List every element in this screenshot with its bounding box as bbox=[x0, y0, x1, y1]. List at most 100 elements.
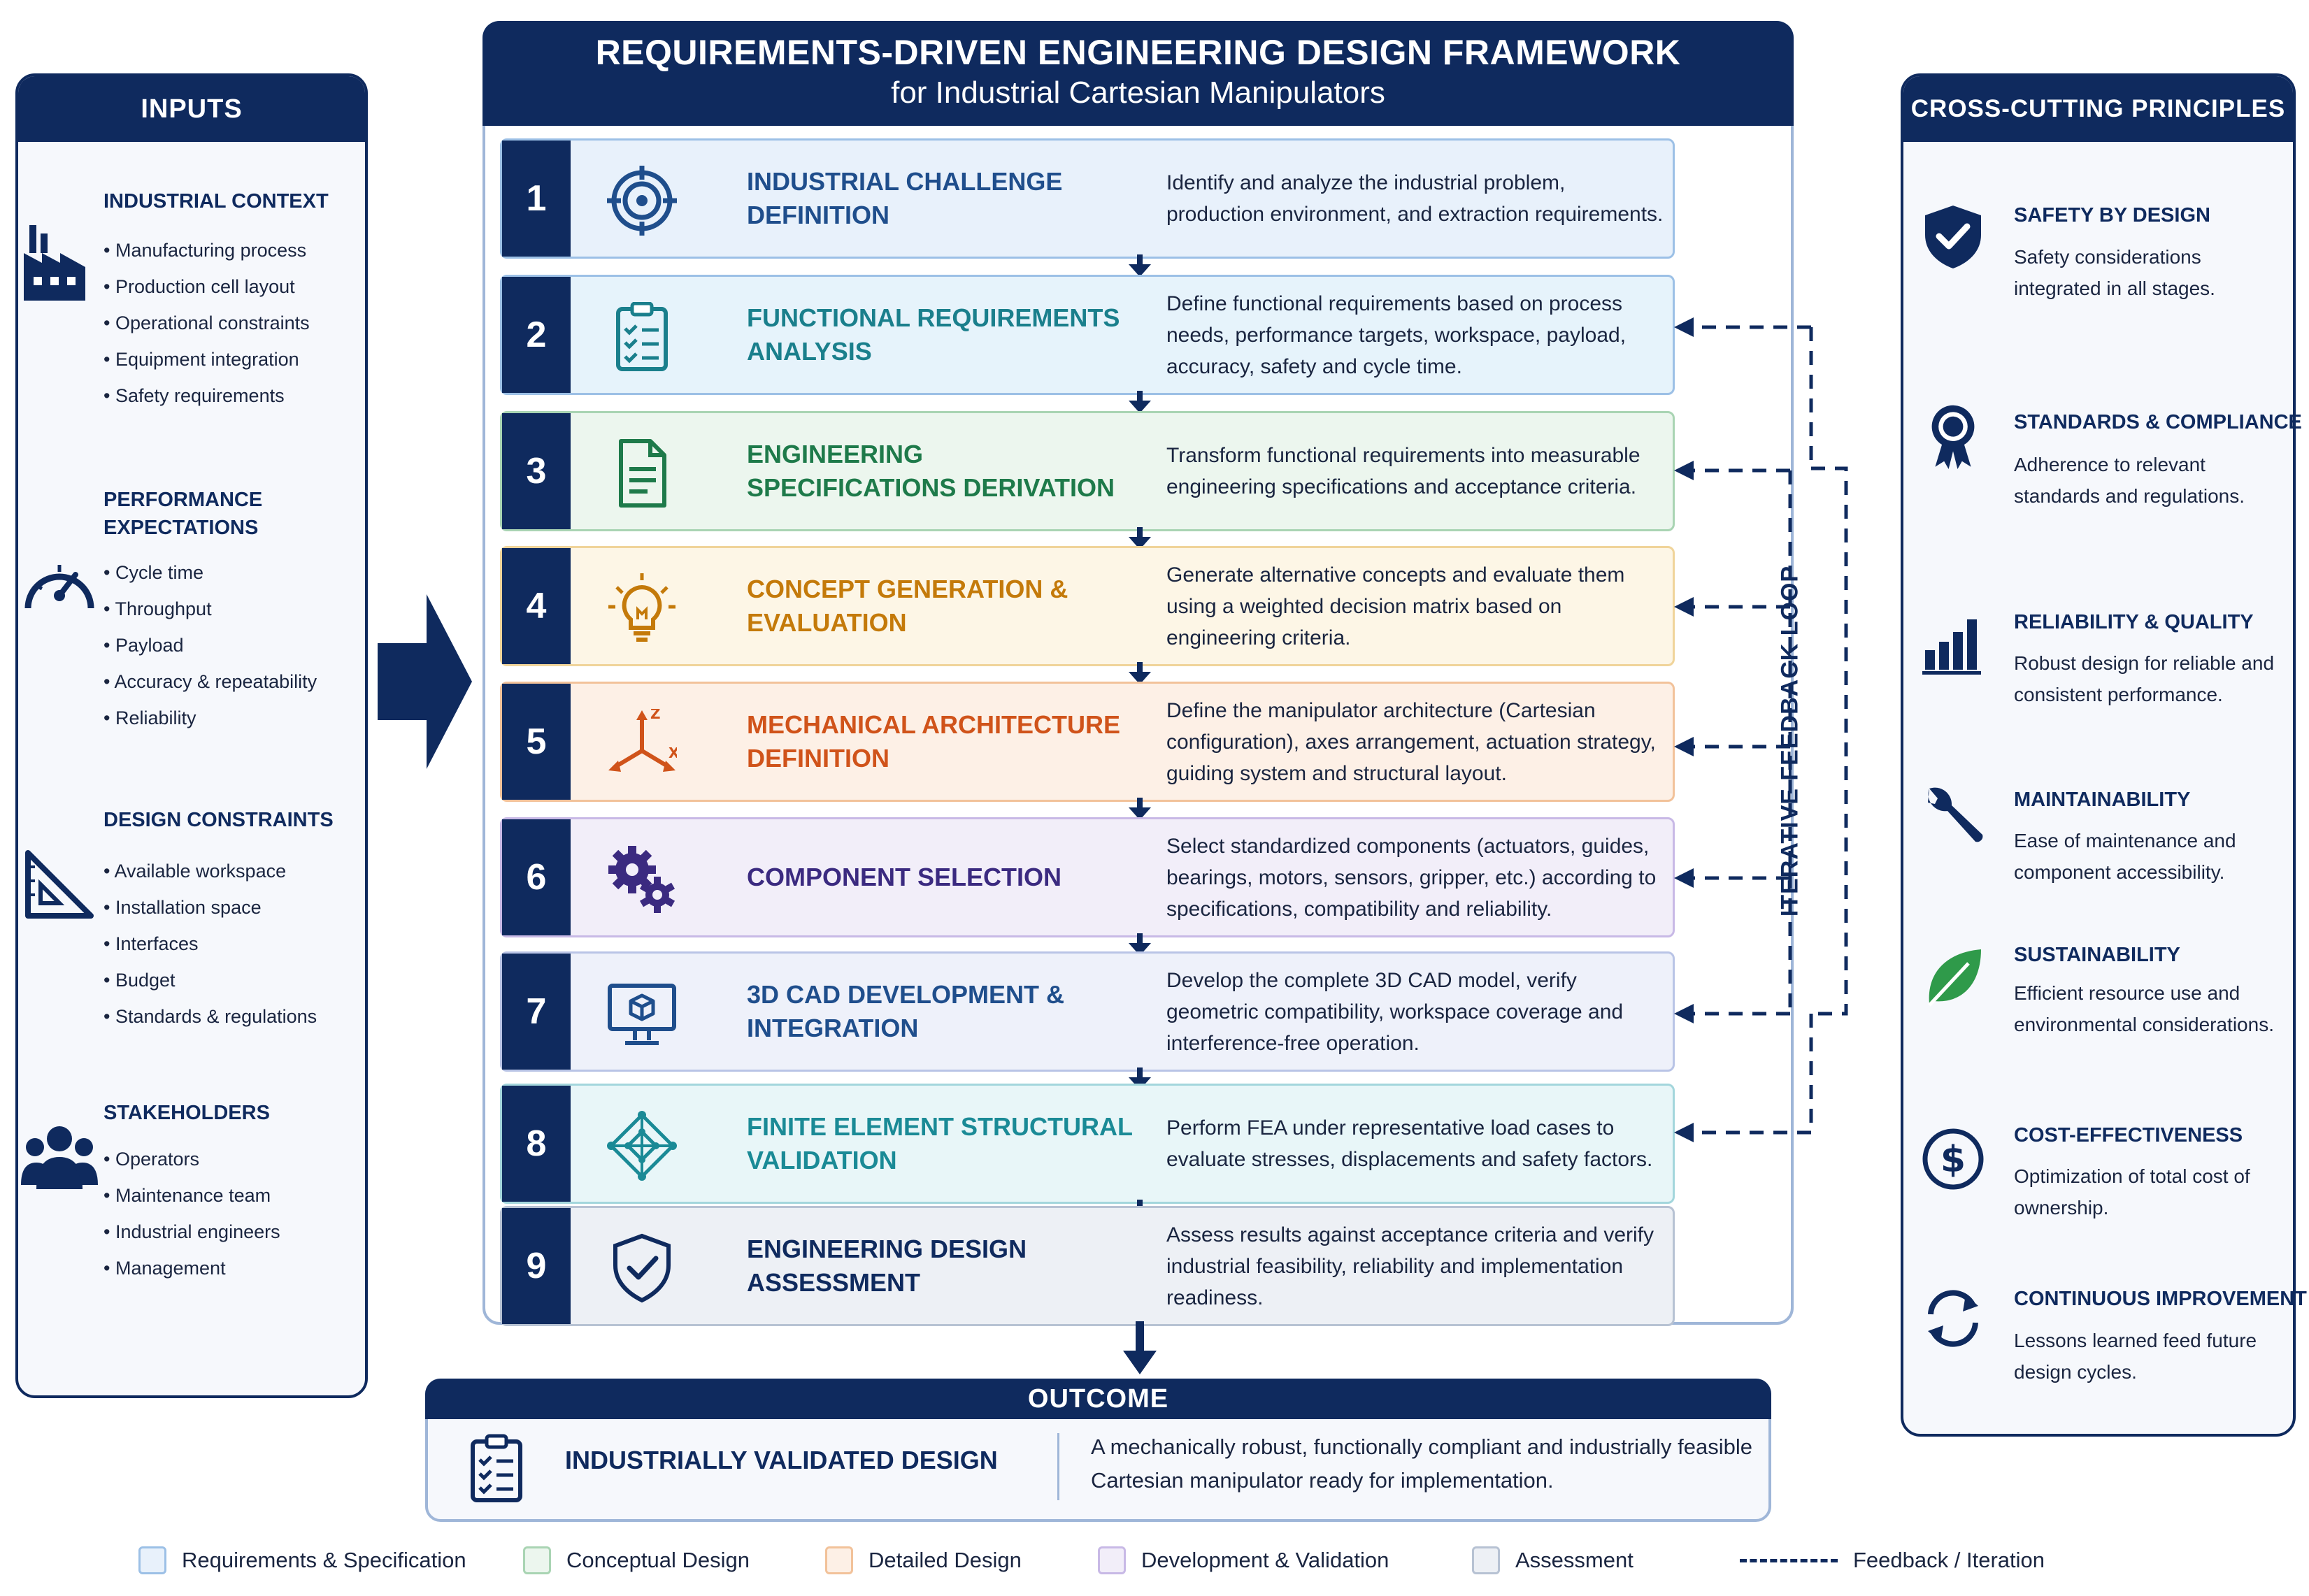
legend-label: Conceptual Design bbox=[566, 1548, 750, 1572]
input-item: Safety requirements bbox=[103, 378, 310, 414]
gears-icon bbox=[608, 846, 675, 913]
dollar-circle-icon: $ bbox=[1922, 1128, 1984, 1190]
shield-check-icon bbox=[1925, 206, 1981, 268]
input-item: Operational constraints bbox=[103, 305, 310, 341]
down-arrow bbox=[1129, 527, 1151, 549]
leaf-icon bbox=[1928, 949, 1981, 1007]
lightbulb-icon bbox=[608, 573, 675, 642]
step-number: 9 bbox=[502, 1208, 571, 1324]
inputs-heading: INPUTS bbox=[18, 76, 365, 142]
cycle-arrows-icon bbox=[1928, 1290, 1978, 1347]
input-group-items: Available workspace Installation space I… bbox=[103, 853, 317, 1035]
step-title: 3D CAD DEVELOPMENT & INTEGRATION bbox=[747, 980, 1065, 1042]
input-item: Standards & regulations bbox=[103, 998, 317, 1035]
principle-desc: Safety considerations integrated in all … bbox=[2014, 246, 2215, 299]
step-number: 2 bbox=[502, 277, 571, 393]
input-item: Operators bbox=[103, 1141, 280, 1177]
factory-icon bbox=[24, 225, 85, 301]
legend-swatch bbox=[1472, 1546, 1500, 1574]
input-item: Management bbox=[103, 1250, 280, 1286]
legend-item: Detailed Design bbox=[825, 1545, 1022, 1576]
principle-desc: Ease of maintenance and component access… bbox=[2014, 830, 2236, 883]
step-title: COMPONENT SELECTION bbox=[747, 863, 1062, 891]
inputs-flow-arrow bbox=[378, 594, 472, 769]
svg-text:Z: Z bbox=[650, 709, 661, 722]
principle-title: CONTINUOUS IMPROVEMENT bbox=[2014, 1288, 2307, 1310]
principle-desc: Optimization of total cost of ownership. bbox=[2014, 1165, 2250, 1218]
step-title: ENGINEERING DESIGN ASSESSMENT bbox=[747, 1235, 1027, 1297]
principle-title: RELIABILITY & QUALITY bbox=[2014, 611, 2254, 633]
step-description: Define functional requirements based on … bbox=[1166, 292, 1627, 378]
input-item: Accuracy & repeatability bbox=[103, 663, 317, 700]
input-item: Cycle time bbox=[103, 554, 317, 591]
input-item: Industrial engineers bbox=[103, 1214, 280, 1250]
legend-item: Feedback / Iteration bbox=[1740, 1545, 2045, 1576]
step-description: Develop the complete 3D CAD model, verif… bbox=[1166, 968, 1624, 1055]
step-number: 8 bbox=[502, 1086, 571, 1202]
principle-desc: Lessons learned feed future design cycle… bbox=[2014, 1330, 2257, 1383]
outcome-title: INDUSTRIALLY VALIDATED DESIGN bbox=[565, 1446, 998, 1474]
step-number: 6 bbox=[502, 819, 571, 935]
input-item: Interfaces bbox=[103, 926, 317, 962]
outcome-heading: OUTCOME bbox=[425, 1379, 1771, 1419]
legend-item: Assessment bbox=[1472, 1545, 1634, 1576]
outcome-divider bbox=[1057, 1433, 1059, 1500]
input-group-title: INDUSTRIAL CONTEXT bbox=[103, 190, 329, 213]
legend-swatch bbox=[825, 1546, 853, 1574]
svg-text:X: X bbox=[669, 745, 677, 761]
principle-title: SUSTAINABILITY bbox=[2014, 944, 2180, 966]
input-group-items: Cycle time Throughput Payload Accuracy &… bbox=[103, 554, 317, 736]
framework-title-bar: REQUIREMENTS-DRIVEN ENGINEERING DESIGN F… bbox=[482, 21, 1794, 126]
checklist-icon bbox=[616, 302, 668, 371]
principles-panel: CROSS-CUTTING PRINCIPLES bbox=[1901, 73, 2296, 1437]
step-title: FINITE ELEMENT STRUCTURAL VALIDATION bbox=[747, 1112, 1133, 1174]
step-7: 7 3D CAD DEVELOPMENT & INTEGRATION Develop… bbox=[500, 951, 1675, 1072]
bar-chart-icon bbox=[1922, 619, 1981, 675]
legend-swatch bbox=[1098, 1546, 1126, 1574]
legend-item: Requirements & Specification bbox=[138, 1545, 466, 1576]
principles-heading: CROSS-CUTTING PRINCIPLES bbox=[1903, 76, 2293, 142]
principle-desc: Robust design for reliable and consisten… bbox=[2014, 652, 2275, 705]
step-title: INDUSTRIAL CHALLENGE DEFINITION bbox=[747, 167, 1063, 229]
set-square-icon bbox=[25, 850, 94, 919]
target-icon bbox=[607, 166, 677, 236]
clipboard-check-icon bbox=[471, 1434, 522, 1502]
axes-icon: ZX bbox=[608, 709, 677, 772]
principle-desc: Efficient resource use and environmental… bbox=[2014, 982, 2274, 1035]
step-number: 5 bbox=[502, 684, 571, 800]
input-item: Payload bbox=[103, 627, 317, 663]
down-arrow bbox=[1129, 933, 1151, 956]
outcome-description: A mechanically robust, functionally comp… bbox=[1091, 1435, 1752, 1493]
down-arrow bbox=[1129, 662, 1151, 684]
svg-text:$: $ bbox=[1940, 1139, 1966, 1181]
document-icon bbox=[619, 439, 666, 508]
principle-title: STANDARDS & COMPLIANCE bbox=[2014, 411, 2302, 433]
step-number: 1 bbox=[502, 141, 571, 257]
legend-item: Development & Validation bbox=[1098, 1545, 1389, 1576]
people-icon bbox=[21, 1126, 98, 1189]
legend-label: Assessment bbox=[1515, 1548, 1634, 1572]
input-item: Installation space bbox=[103, 889, 317, 926]
step-title: MECHANICAL ARCHITECTURE DEFINITION bbox=[747, 710, 1120, 772]
input-item: Available workspace bbox=[103, 853, 317, 889]
step-number: 4 bbox=[502, 548, 571, 664]
input-group-items: Operators Maintenance team Industrial en… bbox=[103, 1141, 280, 1286]
step-number: 7 bbox=[502, 954, 571, 1070]
input-item: Reliability bbox=[103, 700, 317, 736]
down-arrow-outcome bbox=[1123, 1321, 1157, 1374]
principle-title: COST-EFFECTIVENESS bbox=[2014, 1124, 2243, 1146]
step-title: ENGINEERING SPECIFICATIONS DERIVATION bbox=[747, 440, 1115, 502]
legend-dash-swatch bbox=[1740, 1558, 1838, 1562]
shield-check-icon bbox=[613, 1233, 671, 1303]
down-arrow bbox=[1129, 798, 1151, 820]
principle-desc: Adherence to relevant standards and regu… bbox=[2014, 454, 2245, 507]
input-item: Budget bbox=[103, 962, 317, 998]
down-arrow bbox=[1129, 391, 1151, 413]
feedback-loop-label: ITERATIVE FEEDBACK LOOP bbox=[1776, 565, 1803, 917]
